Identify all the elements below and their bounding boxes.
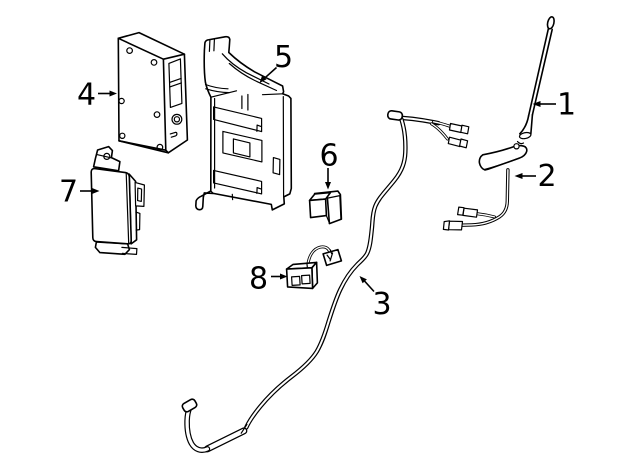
- part-5-mounting-bracket: [195, 35, 293, 211]
- callout-8-label[interactable]: 8: [249, 262, 268, 297]
- callout-6-arrowhead: [325, 182, 331, 190]
- callout-7[interactable]: 7: [59, 175, 100, 210]
- callout-2-arrowhead: [514, 173, 523, 179]
- callout-3-arrowhead: [359, 276, 367, 284]
- cable-end-fitting-icon: [181, 398, 198, 413]
- callout-5-arrow: [264, 66, 278, 79]
- callout-4-label[interactable]: 4: [77, 78, 96, 113]
- part-7-receiver-module: [90, 145, 145, 256]
- part-1-antenna-mast: [516, 16, 555, 145]
- module-connector-icon: [171, 113, 183, 125]
- callout-3-label[interactable]: 3: [372, 287, 391, 322]
- part-8-harness-clip: [285, 245, 343, 290]
- callout-7-arrowhead: [92, 188, 100, 194]
- callout-6[interactable]: 6: [319, 139, 339, 190]
- cable-end-cap-icon: [386, 109, 404, 121]
- callout-5[interactable]: 5: [259, 40, 294, 83]
- part-6-connector-retainer: [308, 190, 343, 225]
- callout-4[interactable]: 4: [77, 78, 117, 113]
- part-4-communication-module: [117, 31, 189, 154]
- mast-mount-icon: [513, 143, 520, 150]
- callout-1-arrowhead: [532, 101, 541, 107]
- callout-3-arrow: [363, 280, 375, 293]
- callout-2-label[interactable]: 2: [537, 159, 556, 194]
- callout-1[interactable]: 1: [532, 88, 577, 123]
- callout-5-label[interactable]: 5: [274, 40, 293, 75]
- callout-2[interactable]: 2: [514, 159, 557, 194]
- cable-terminal-icon: [448, 122, 463, 134]
- callout-4-arrowhead: [109, 90, 117, 97]
- part-2-antenna-base: [442, 143, 528, 231]
- module-plug-icon: [134, 181, 145, 207]
- callout-7-label[interactable]: 7: [59, 175, 78, 210]
- callout-8[interactable]: 8: [249, 262, 288, 297]
- part-3-antenna-cable: [181, 109, 470, 453]
- mast-tip-icon: [546, 16, 555, 30]
- callout-8-arrowhead: [280, 273, 288, 280]
- callout-6-label[interactable]: 6: [319, 139, 338, 174]
- callout-3[interactable]: 3: [359, 276, 392, 322]
- callout-5-arrowhead: [259, 75, 267, 83]
- callout-1-label[interactable]: 1: [557, 88, 576, 123]
